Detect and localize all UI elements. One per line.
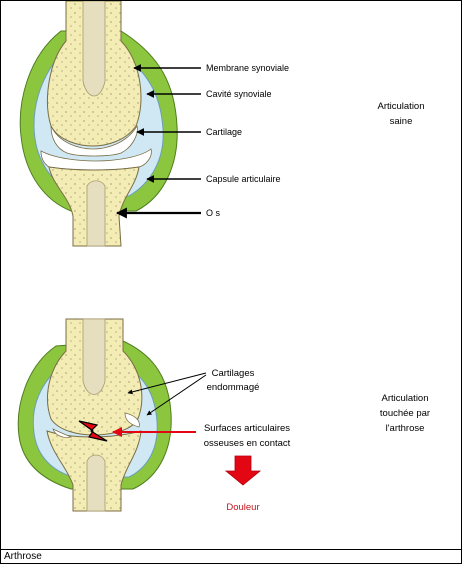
arthritic-pointer-arrows bbox=[112, 372, 207, 437]
label-synovial-membrane: Membrane synoviale bbox=[206, 63, 289, 73]
label-damaged-cartilage-line-2: endommagé bbox=[207, 382, 260, 393]
arthritic-upper-marrow bbox=[82, 318, 106, 395]
arthritic-upper-cartilage bbox=[124, 412, 140, 428]
label-bone: O s bbox=[206, 208, 221, 218]
arthritic-title-line-3: l'arthrose bbox=[386, 423, 425, 434]
label-cartilage: Cartilage bbox=[206, 127, 242, 137]
pain-down-arrow-icon bbox=[224, 455, 262, 486]
arthritic-title-line-2: touchée par bbox=[380, 408, 430, 419]
healthy-lower-cartilage bbox=[40, 148, 152, 171]
figure-caption: Arthrose bbox=[4, 551, 42, 562]
label-pain: Douleur bbox=[226, 502, 259, 513]
healthy-title-line-1: Articulation bbox=[378, 101, 425, 112]
label-bone-contact-line-1: Surfaces articulaires bbox=[204, 423, 290, 434]
label-damaged-cartilage-line-1: Cartilages bbox=[212, 368, 255, 379]
bone-contact-bolt-icon bbox=[78, 420, 108, 442]
arrow-damaged-cartilage-upper bbox=[127, 372, 207, 395]
arthritic-title-line-1: Articulation bbox=[382, 393, 429, 404]
label-joint-capsule: Capsule articulaire bbox=[206, 174, 281, 184]
arthritic-joint bbox=[17, 318, 172, 512]
healthy-pointer-arrows bbox=[115, 64, 201, 219]
healthy-upper-cartilage bbox=[50, 124, 138, 157]
healthy-lower-marrow bbox=[86, 180, 106, 247]
healthy-upper-marrow bbox=[82, 1, 106, 97]
arthritic-lower-cartilage bbox=[52, 428, 73, 438]
label-bone-contact-line-2: osseuses en contact bbox=[204, 438, 291, 449]
healthy-title-line-2: saine bbox=[390, 116, 413, 127]
arrow-damaged-cartilage-lower bbox=[146, 374, 207, 416]
label-synovial-cavity: Cavité synoviale bbox=[206, 89, 272, 99]
caption-bar: Arthrose bbox=[1, 549, 461, 564]
joint-diagram-svg: Membrane synoviale Cavité synoviale Cart… bbox=[17, 1, 430, 513]
healthy-joint bbox=[19, 1, 178, 247]
arthritic-lower-marrow bbox=[86, 454, 106, 512]
